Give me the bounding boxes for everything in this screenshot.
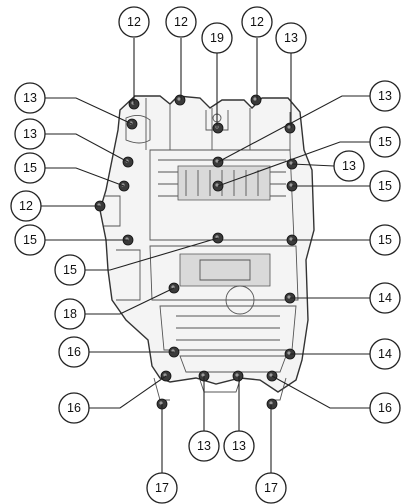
callout-label: 15 bbox=[378, 179, 392, 193]
bolt-icon bbox=[284, 122, 296, 134]
callout-bubbles: 12 12 19 12 13 13 13 13 15 15 13 bbox=[10, 6, 401, 504]
leader-lines bbox=[40, 38, 371, 474]
callout-label: 12 bbox=[250, 15, 264, 29]
callout-label: 12 bbox=[127, 15, 141, 29]
callout-15: 15 bbox=[369, 126, 401, 158]
fastener-bosses bbox=[94, 94, 298, 410]
bolt-icon bbox=[232, 370, 244, 382]
callout-label: 13 bbox=[342, 159, 356, 173]
callout-label: 19 bbox=[210, 31, 224, 45]
callout-label: 13 bbox=[197, 439, 211, 453]
callout-17: 17 bbox=[146, 472, 178, 504]
callout-label: 12 bbox=[19, 199, 33, 213]
callout-label: 16 bbox=[67, 401, 81, 415]
callout-12: 12 bbox=[165, 6, 197, 38]
callout-label: 15 bbox=[23, 233, 37, 247]
callout-12: 12 bbox=[10, 190, 42, 222]
callout-label: 13 bbox=[378, 89, 392, 103]
callout-13: 13 bbox=[14, 118, 46, 150]
callout-label: 13 bbox=[232, 439, 246, 453]
callout-label: 15 bbox=[23, 161, 37, 175]
bolt-icon bbox=[266, 398, 278, 410]
callout-label: 16 bbox=[67, 345, 81, 359]
callout-15: 15 bbox=[54, 254, 86, 286]
callout-12: 12 bbox=[118, 6, 150, 38]
callout-label: 12 bbox=[174, 15, 188, 29]
callout-label: 14 bbox=[378, 291, 392, 305]
callout-13: 13 bbox=[275, 22, 307, 54]
callout-16: 16 bbox=[369, 392, 401, 424]
callout-label: 16 bbox=[378, 401, 392, 415]
callout-label: 14 bbox=[378, 347, 392, 361]
bolt-icon bbox=[212, 122, 224, 134]
callout-12: 12 bbox=[241, 6, 273, 38]
callout-16: 16 bbox=[58, 392, 90, 424]
callout-15: 15 bbox=[14, 152, 46, 184]
callout-13: 13 bbox=[14, 82, 46, 114]
callout-15: 15 bbox=[14, 224, 46, 256]
callout-label: 15 bbox=[378, 135, 392, 149]
callout-14: 14 bbox=[369, 282, 401, 314]
bolt-icon bbox=[174, 94, 186, 106]
callout-label: 17 bbox=[264, 481, 278, 495]
callout-18: 18 bbox=[54, 298, 86, 330]
callout-14: 14 bbox=[369, 338, 401, 370]
callout-15: 15 bbox=[369, 224, 401, 256]
callout-13: 13 bbox=[223, 430, 255, 462]
callout-13: 13 bbox=[333, 150, 365, 182]
callout-16: 16 bbox=[58, 336, 90, 368]
callout-label: 13 bbox=[284, 31, 298, 45]
callout-label: 15 bbox=[378, 233, 392, 247]
callout-label: 13 bbox=[23, 127, 37, 141]
bolt-icon bbox=[250, 94, 262, 106]
callout-label: 18 bbox=[63, 307, 77, 321]
callout-13: 13 bbox=[369, 80, 401, 112]
crankcase-housing bbox=[99, 95, 315, 401]
callout-label: 13 bbox=[23, 91, 37, 105]
callout-13: 13 bbox=[188, 430, 220, 462]
callout-15: 15 bbox=[369, 170, 401, 202]
callout-17: 17 bbox=[255, 472, 287, 504]
callout-19: 19 bbox=[201, 22, 233, 54]
callout-label: 17 bbox=[155, 481, 169, 495]
callout-label: 15 bbox=[63, 263, 77, 277]
